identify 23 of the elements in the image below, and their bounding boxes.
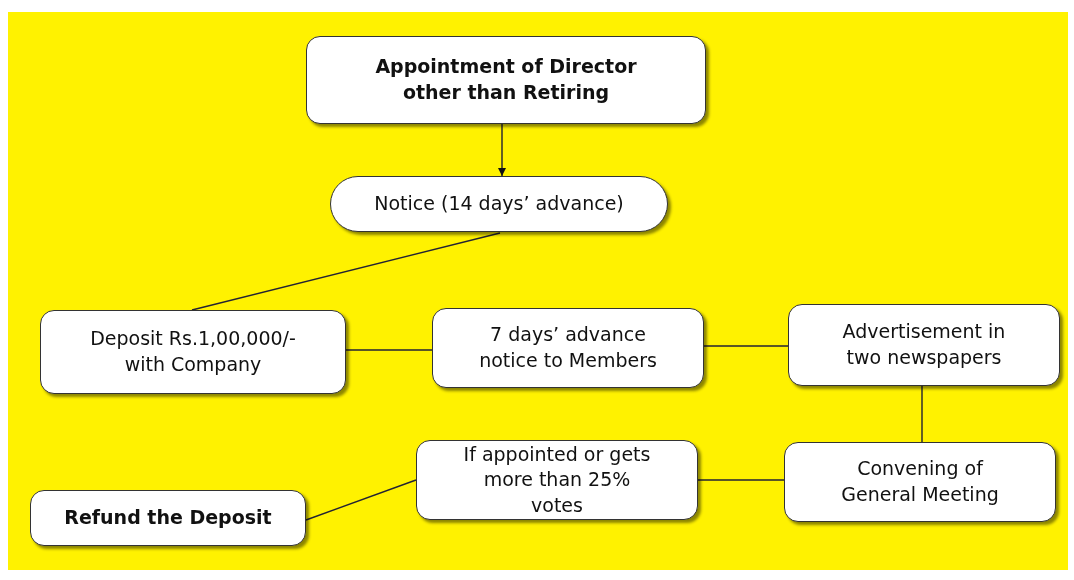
connector-line [191,232,501,311]
connector-line [345,349,433,351]
node-label: Appointment of Director other than Retiring [374,54,638,105]
connector-line [921,385,923,443]
node-label: 7 days’ advance notice to Members [478,322,658,373]
node-label: Convening of General Meeting [840,456,1000,507]
process-box [416,440,698,520]
node-label: Deposit Rs.1,00,000/- with Company [89,326,297,377]
node-label: Advertisement in two newspapers [841,319,1007,370]
connector-line [697,479,785,481]
process-box [784,442,1056,522]
process-box [40,310,346,394]
rounded-pill-box [330,176,668,232]
connector-line [305,479,417,521]
process-box [30,490,306,546]
connector-line [703,345,789,347]
arrow [498,123,506,177]
node-label: If appointed or gets more than 25% votes [462,441,652,518]
title-box [306,36,706,124]
node-label: Notice (14 days’ advance) [373,191,625,217]
process-box [788,304,1060,386]
process-box [432,308,704,388]
node-label: Refund the Deposit [63,505,273,531]
